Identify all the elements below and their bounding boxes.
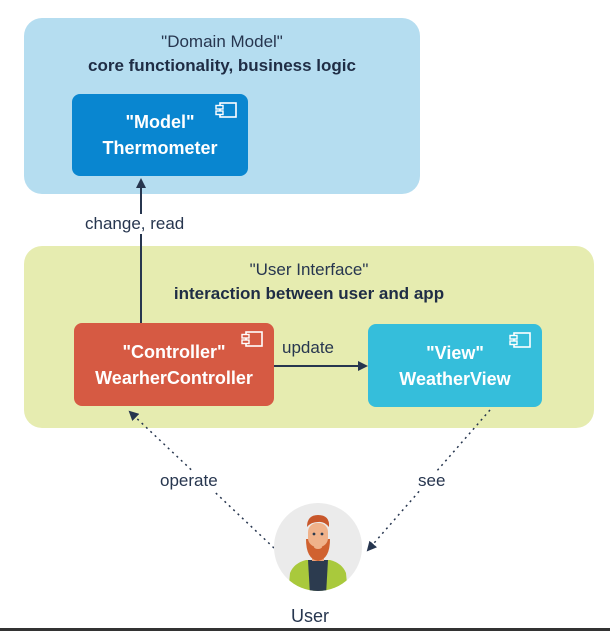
- change-read-label: change, read: [83, 214, 187, 234]
- see-arrow: [366, 409, 491, 552]
- domain-model-group-subtitle: core functionality, business logic: [88, 56, 356, 75]
- model-stereotype: "Model": [125, 112, 195, 132]
- user-interface-group-subtitle: interaction between user and app: [173, 284, 445, 303]
- component-icon: [241, 331, 263, 347]
- component-icon: [215, 102, 237, 118]
- model-name: Thermometer: [102, 138, 218, 158]
- model-component: "Model" Thermometer: [72, 94, 248, 176]
- controller-stereotype: "Controller": [122, 341, 226, 362]
- view-name: WeatherView: [399, 368, 511, 389]
- see-label: see: [416, 471, 448, 491]
- update-label: update: [282, 338, 334, 357]
- controller-name: WearherController: [95, 367, 253, 388]
- component-icon: [509, 332, 531, 348]
- domain-model-group-title: "Domain Model": [161, 32, 283, 51]
- user-avatar-icon: [274, 503, 362, 591]
- view-component: "View" WeatherView: [368, 324, 542, 407]
- user-label: User: [291, 606, 330, 626]
- operate-label: operate: [158, 471, 220, 491]
- controller-component: "Controller" WearherController: [74, 323, 274, 406]
- user-interface-group-title: "User Interface": [249, 260, 369, 279]
- bottom-border: [0, 628, 610, 631]
- view-stereotype: "View": [426, 342, 484, 363]
